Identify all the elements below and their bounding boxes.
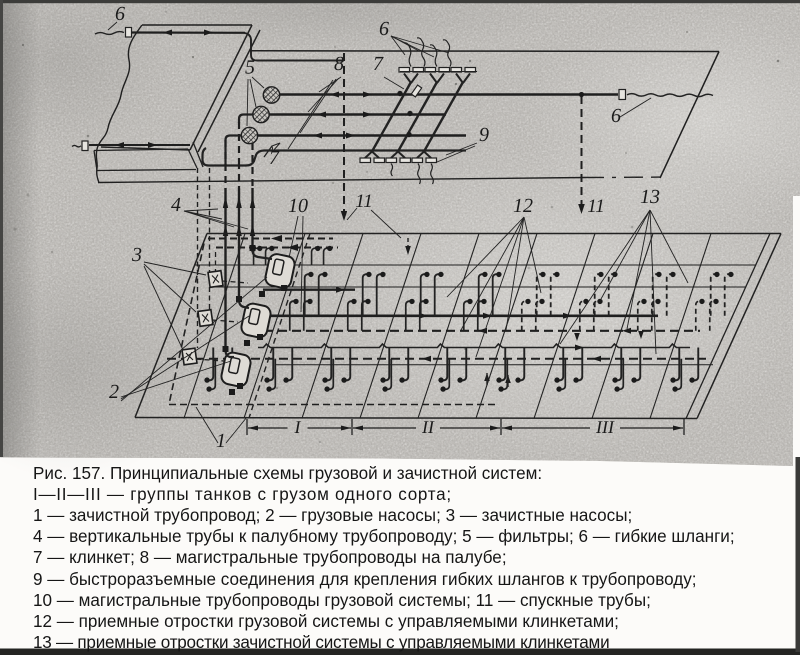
svg-text:11: 11: [587, 196, 605, 217]
svg-text:12: 12: [513, 195, 533, 217]
svg-text:10: 10: [288, 195, 308, 217]
svg-text:11: 11: [355, 191, 373, 212]
svg-text:5: 5: [245, 57, 255, 79]
svg-text:I: I: [294, 417, 302, 437]
svg-text:II: II: [421, 417, 435, 437]
svg-text:9: 9: [479, 124, 489, 146]
svg-text:6: 6: [379, 18, 389, 40]
svg-text:7: 7: [269, 147, 280, 169]
svg-text:8: 8: [334, 53, 344, 75]
svg-text:III: III: [595, 417, 615, 437]
svg-text:6: 6: [611, 105, 621, 127]
svg-text:3: 3: [131, 244, 142, 266]
svg-text:13: 13: [640, 186, 660, 208]
svg-text:6: 6: [115, 3, 125, 25]
svg-text:1: 1: [216, 430, 226, 452]
svg-text:4: 4: [171, 194, 181, 216]
svg-text:7: 7: [373, 53, 384, 75]
svg-text:2: 2: [109, 381, 119, 403]
